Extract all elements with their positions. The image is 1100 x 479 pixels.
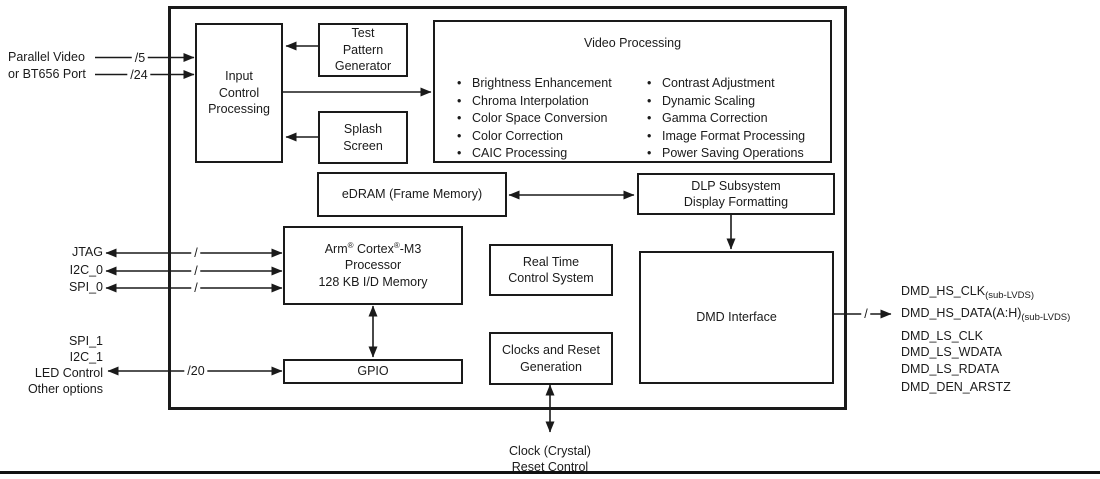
host-ports-label-group: JTAG I2C_0 SPI_0 (33, 244, 103, 297)
bus-slash-label: / (191, 264, 201, 278)
port-label-line: I2C_1 (69, 350, 103, 364)
port-label-line: Other options (27, 382, 103, 396)
video-input-port-label: Parallel Video or BT656 Port (8, 49, 86, 83)
feature-item: Color Correction (457, 128, 612, 146)
block-label-line: Clocks and Reset (502, 343, 600, 357)
block-label-line: DLP Subsystem (691, 178, 781, 193)
dmd-signal-label: DMD_DEN_ARSTZ (901, 380, 1011, 394)
block-splash-screen: Splash Screen (318, 111, 408, 164)
bus-width-label: /24 (127, 67, 151, 82)
gpio-ports-label-group: SPI_1 I2C_1 LED Control Other options (5, 333, 103, 397)
signal-name: DMD_LS_WDATA (901, 345, 1002, 359)
bus-slash-label: / (861, 307, 871, 321)
feature-item: Contrast Adjustment (647, 75, 805, 93)
signal-name: DMD_HS_CLK (901, 284, 986, 298)
block-dmd-interface: DMD Interface (639, 251, 834, 384)
block-input-control-processing: Input Control Processing (195, 23, 283, 163)
block-label-line: eDRAM (Frame Memory) (341, 187, 483, 202)
clock-reset-label: Clock (Crystal) Reset Control (450, 443, 650, 475)
dmd-signal-label: DMD_LS_RDATA (901, 362, 999, 376)
bus-slash-label: / (191, 246, 201, 260)
feature-item: CAIC Processing (457, 145, 612, 163)
registered-mark-icon: ® (347, 240, 354, 250)
block-gpio: GPIO (283, 359, 463, 384)
port-label-line: Reset Control (511, 460, 589, 474)
block-label-line: 128 KB I/D Memory (318, 274, 428, 289)
port-label-line: Parallel Video (8, 50, 85, 64)
block-label-line: Screen (343, 138, 383, 153)
dmd-signal-label: DMD_HS_CLK(sub-LVDS) (901, 284, 1034, 301)
block-label-line: GPIO (357, 364, 389, 379)
feature-item: Power Saving Operations (647, 145, 805, 163)
signal-name: DMD_HS_DATA(A:H) (901, 306, 1022, 320)
port-label-line: or BT656 Port (8, 67, 86, 81)
block-real-time-control-system: Real Time Control System (489, 244, 613, 296)
registered-mark-icon: ® (393, 240, 400, 250)
block-edram-frame-memory: eDRAM (Frame Memory) (317, 172, 507, 217)
signal-name: DMD_LS_CLK (901, 329, 983, 343)
block-label-line: Splash (343, 122, 383, 136)
port-label-line: LED Control (34, 366, 103, 380)
signal-name: DMD_LS_RDATA (901, 362, 1000, 376)
feature-item: Dynamic Scaling (647, 93, 805, 111)
spi0-port-label: SPI_0 (68, 280, 103, 295)
block-label-line: Control (218, 85, 260, 100)
block-video-processing: Video Processing Brightness Enhancement … (433, 20, 832, 163)
video-processing-title: Video Processing (583, 36, 682, 50)
block-label-line: DMD Interface (696, 310, 777, 325)
port-label-line: Clock (Crystal) (509, 444, 591, 458)
block-test-pattern-generator: Test Pattern Generator (318, 23, 408, 77)
jtag-port-label: JTAG (71, 245, 103, 259)
feature-item: Chroma Interpolation (457, 93, 612, 111)
feature-item: Color Space Conversion (457, 110, 612, 128)
arm-title-line: Arm® Cortex®-M3 (325, 241, 422, 258)
block-label-line: Display Formatting (683, 195, 789, 209)
chip-outline (168, 6, 847, 410)
block-label-line: Processing (208, 102, 270, 117)
port-label-line: SPI_1 (68, 334, 103, 348)
video-processing-feature-list-left: Brightness Enhancement Chroma Interpolat… (457, 75, 612, 163)
bus-width-label: /5 (131, 50, 149, 65)
signal-name: DMD_DEN_ARSTZ (901, 380, 1011, 394)
block-label-line: Generation (520, 359, 582, 374)
bus-slash-label: / (191, 281, 201, 295)
block-label-line: Control System (508, 271, 594, 285)
block-clocks-and-reset-generation: Clocks and Reset Generation (489, 332, 613, 385)
feature-item: Brightness Enhancement (457, 75, 612, 93)
block-label-line: Pattern (342, 42, 384, 57)
feature-item: Gamma Correction (647, 110, 805, 128)
i2c0-port-label: I2C_0 (69, 262, 103, 277)
dmd-signal-label: DMD_LS_CLK (901, 329, 983, 343)
block-label-line: Processor (344, 258, 402, 273)
signal-subscript: (sub-LVDS) (985, 290, 1034, 301)
arm-core: Cortex (353, 241, 394, 256)
dmd-signal-label: DMD_LS_WDATA (901, 345, 1002, 359)
signal-subscript: (sub-LVDS) (1021, 312, 1071, 323)
arm-core-suffix: -M3 (399, 241, 422, 256)
block-label-line: Test (351, 26, 375, 41)
block-label-line: Real Time (522, 254, 580, 269)
arm-brand: Arm (324, 241, 348, 256)
bottom-divider-line (0, 471, 1100, 474)
block-label-line: Input (225, 69, 253, 84)
dmd-signal-label: DMD_HS_DATA(A:H)(sub-LVDS) (901, 306, 1071, 323)
block-arm-cortex-m3-processor: Arm® Cortex®-M3 Processor 128 KB I/D Mem… (283, 226, 463, 305)
block-dlp-subsystem-display-formatting: DLP Subsystem Display Formatting (637, 173, 835, 215)
bus-width-label: /20 (184, 364, 208, 378)
video-processing-feature-list-right: Contrast Adjustment Dynamic Scaling Gamm… (647, 75, 805, 163)
feature-item: Image Format Processing (647, 128, 805, 146)
block-label-line: Generator (334, 59, 392, 74)
